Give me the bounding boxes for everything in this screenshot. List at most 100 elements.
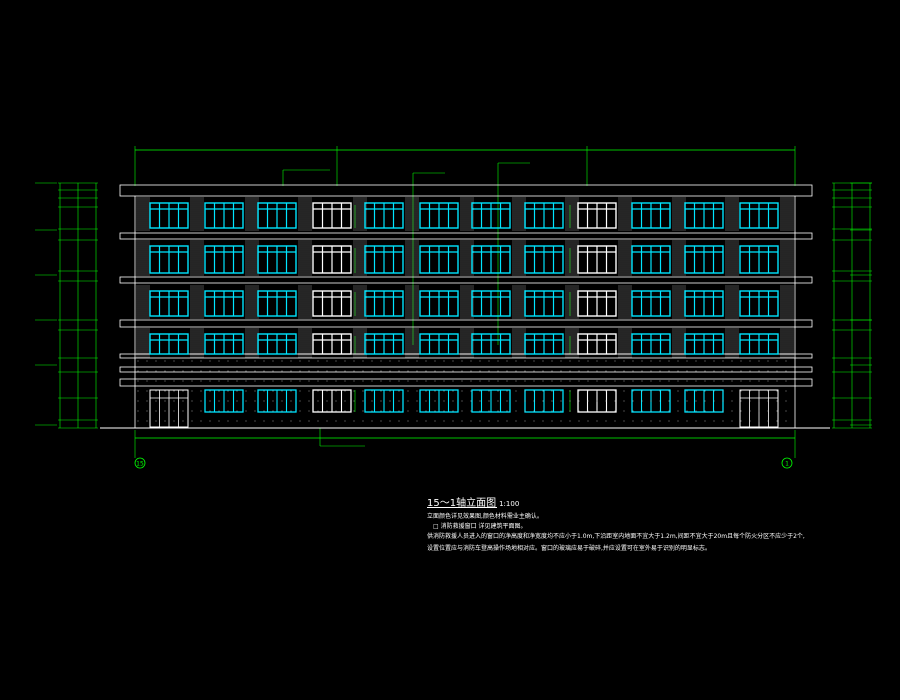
texture-dot [344, 360, 346, 362]
texture-dot [470, 370, 472, 372]
texture-dot [461, 410, 463, 412]
texture-dot [263, 390, 265, 392]
texture-dot [344, 370, 346, 372]
texture-dot [677, 360, 679, 362]
window-f4-b9 [631, 290, 671, 317]
texture-dot [461, 390, 463, 392]
texture-dot [470, 360, 472, 362]
texture-dot [308, 360, 310, 362]
texture-dot [533, 400, 535, 402]
texture-dot [425, 360, 427, 362]
texture-dot [722, 370, 724, 372]
texture-dot [722, 420, 724, 422]
texture-dot [740, 390, 742, 392]
texture-dot [236, 410, 238, 412]
wall-hatch-f2-p7 [512, 285, 526, 319]
texture-dot [650, 390, 652, 392]
texture-dot [587, 360, 589, 362]
texture-dot [605, 360, 607, 362]
texture-dot [326, 380, 328, 382]
texture-dot [173, 410, 175, 412]
texture-dot [335, 390, 337, 392]
texture-dot [272, 390, 274, 392]
texture-dot [461, 400, 463, 402]
texture-dot [758, 400, 760, 402]
texture-dot [587, 400, 589, 402]
texture-dot [299, 410, 301, 412]
texture-dot [308, 370, 310, 372]
texture-dot [254, 410, 256, 412]
texture-dot [191, 370, 193, 372]
texture-dot [479, 390, 481, 392]
texture-dot [155, 420, 157, 422]
texture-dot [281, 360, 283, 362]
texture-dot [695, 370, 697, 372]
texture-dot [362, 420, 364, 422]
texture-dot [461, 380, 463, 382]
window-f4-b5 [419, 290, 459, 317]
texture-dot [254, 400, 256, 402]
texture-dot [155, 380, 157, 382]
texture-dot [704, 390, 706, 392]
texture-dot [362, 400, 364, 402]
window-f5-b8 [577, 333, 617, 355]
window-f3-b6 [471, 245, 511, 274]
texture-dot [317, 360, 319, 362]
texture-dot [146, 360, 148, 362]
texture-dot [515, 410, 517, 412]
texture-dot [551, 420, 553, 422]
texture-dot [362, 390, 364, 392]
texture-dot [740, 370, 742, 372]
texture-dot [335, 420, 337, 422]
texture-dot [398, 390, 400, 392]
right-elevation-scale [832, 182, 872, 429]
texture-dot [758, 360, 760, 362]
window-f3-b3 [312, 245, 352, 274]
texture-dot [452, 360, 454, 362]
texture-dot [299, 380, 301, 382]
wall-hatch-f1-p10 [672, 240, 686, 276]
texture-dot [398, 420, 400, 422]
texture-dot [578, 410, 580, 412]
texture-dot [137, 360, 139, 362]
texture-dot [236, 390, 238, 392]
texture-dot [353, 420, 355, 422]
texture-dot [263, 410, 265, 412]
wall-hatch-f1-p8 [565, 240, 579, 276]
texture-dot [632, 410, 634, 412]
axis-bubble-right [781, 457, 793, 469]
ground-floor-texture [137, 360, 787, 422]
window-f4-b8 [577, 290, 617, 317]
texture-dot [308, 390, 310, 392]
wall-hatch-f0-p1 [190, 197, 204, 231]
texture-dot [443, 420, 445, 422]
texture-dot [137, 380, 139, 382]
texture-dot [758, 390, 760, 392]
texture-dot [524, 360, 526, 362]
texture-dot [686, 370, 688, 372]
texture-dot [731, 390, 733, 392]
texture-dot [767, 410, 769, 412]
texture-dot [137, 390, 139, 392]
texture-dot [389, 410, 391, 412]
texture-dot [182, 410, 184, 412]
texture-dot [533, 390, 535, 392]
texture-dot [290, 390, 292, 392]
texture-dot [605, 370, 607, 372]
texture-dot [551, 380, 553, 382]
texture-dot [272, 400, 274, 402]
texture-dot [596, 410, 598, 412]
texture-dot [776, 390, 778, 392]
texture-dot [758, 410, 760, 412]
texture-dot [632, 420, 634, 422]
texture-dot [443, 380, 445, 382]
window-f2-b10 [684, 202, 724, 229]
wall-hatch-f3-p10 [672, 328, 686, 358]
texture-dot [281, 420, 283, 422]
window-f2-b7 [524, 202, 564, 229]
texture-dot [542, 410, 544, 412]
note-3: 供消防救援人员进入的窗口的净高度和净宽度均不应小于1.0m,下沿距室内地面不宜大… [427, 533, 805, 540]
wall-hatch-f2-p8 [565, 285, 579, 319]
texture-dot [695, 400, 697, 402]
window-f2-b5 [419, 202, 459, 229]
